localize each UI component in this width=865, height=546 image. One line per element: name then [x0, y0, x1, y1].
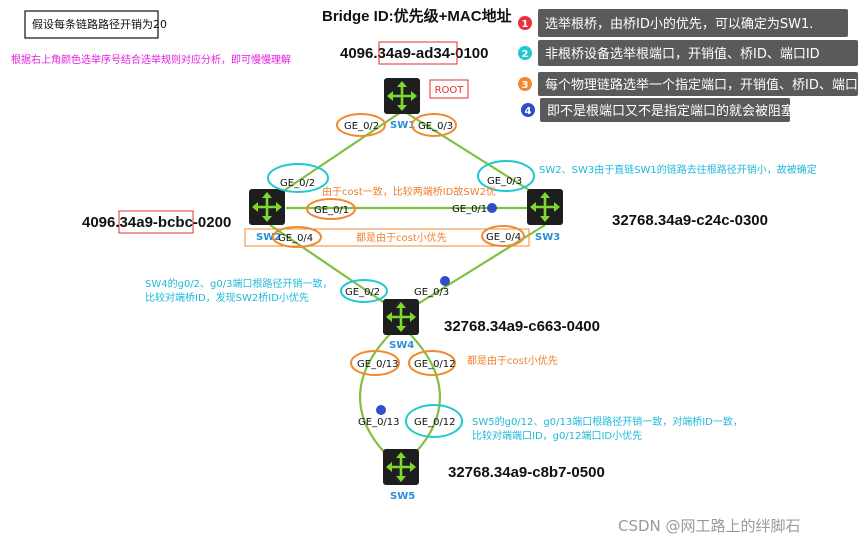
hint-text: 根据右上角颜色选举序号结合选举规则对应分析，即可慢慢理解: [11, 53, 291, 66]
note-sw23-root-port: SW2、SW3由于直链SW1的链路去往根路径开销小，故被确定: [539, 163, 817, 176]
rule-3-num: 3: [522, 80, 529, 91]
sw3-g04-label: GE_0/4: [486, 232, 521, 243]
switch-sw2[interactable]: SW2: [247, 187, 287, 243]
rule-1-badge: [518, 16, 532, 30]
sw4-g013-designated-port[interactable]: [350, 350, 400, 376]
switch-icon: [525, 187, 565, 227]
sw5-g013-blocked-port[interactable]: [376, 405, 386, 415]
sw4-g03-blocked-port[interactable]: [440, 276, 450, 286]
sw3-label: SW3: [535, 232, 560, 243]
rule-4: 4 即不是根端口又不是指定端口的就会被阻塞: [521, 98, 794, 122]
port-markers: [267, 113, 535, 438]
sw5-g012-root-port[interactable]: [405, 404, 463, 438]
sw2-mac-highlight: [118, 210, 194, 234]
sw2-g04-designated-port[interactable]: [272, 226, 322, 248]
rules-legend: 1 选举根桥，由桥ID小的优先，可以确定为SW1. 2 非根桥设备选举根端口，开…: [518, 9, 865, 122]
note-sw5-root-port-2: 比较对端端口ID，g0/12端口ID小优先: [472, 429, 642, 442]
rule-1-box: [538, 9, 848, 37]
sw5-g013-label: GE_0/13: [358, 417, 400, 428]
note-sw4-root-port-1: SW4的g0/2、g0/3端口根路径开销一致，: [145, 277, 332, 290]
sw5-label: SW5: [390, 491, 415, 502]
rule-4-num: 4: [525, 106, 532, 117]
assumption-text: 假设每条链路路径开销为20: [32, 17, 167, 31]
switch-sw5[interactable]: SW5: [381, 447, 421, 502]
sw3-g03-root-port[interactable]: [477, 160, 535, 192]
sw1-bid-mac: 34a9-ad34: [378, 45, 451, 62]
sw2-bridge-id: 4096.34a9-bcbc-0200: [82, 214, 231, 231]
link-sw2-sw4: [269, 224, 396, 311]
switch-icon: [382, 76, 422, 116]
sw2-bid-mac: 34a9-bcbc: [120, 214, 193, 231]
rule-3-text: 每个物理链路选举一个指定端口，开销值、桥ID、端口ID: [545, 77, 865, 93]
switch-sw3[interactable]: SW3: [525, 187, 565, 243]
rule-2-text: 非根桥设备选举根端口，开销值、桥ID、端口ID: [545, 46, 820, 62]
rule-4-text: 即不是根端口又不是指定端口的就会被阻塞: [547, 103, 794, 119]
sw1-label: SW1: [390, 120, 415, 131]
root-tag-box: [429, 79, 469, 99]
switch-sw4[interactable]: SW4: [381, 297, 421, 351]
rule-1-num: 1: [522, 19, 529, 30]
root-tag: ROOT: [435, 85, 465, 96]
bridge-id-title: Bridge ID:优先级+MAC地址: [322, 7, 512, 25]
switch-icon: [381, 447, 421, 487]
watermark: CSDN @网工路上的绊脚石: [618, 517, 801, 535]
note-sw5-root-port-1: SW5的g0/12、g0/13端口根路径开销一致，对端桥ID一致，: [472, 415, 743, 428]
sw3-g01-blocked-port[interactable]: [487, 203, 497, 213]
sw2-g04-label: GE_0/4: [278, 233, 313, 244]
sw4-label: SW4: [389, 340, 414, 351]
link-sw4-sw5-left: [359, 331, 393, 461]
sw1-bridge-id: 4096.34a9-ad34-0100: [340, 45, 488, 62]
sw1-g03-label: GE_0/3: [418, 121, 453, 132]
sw4-g02-root-port[interactable]: [340, 279, 388, 303]
switch-icon: [247, 187, 287, 227]
sw4-g012-label: GE_0/12: [414, 359, 456, 370]
sw1-bid-suffix: -0100: [450, 45, 488, 62]
sw4-g02-label: GE_0/2: [345, 287, 380, 298]
sw2-label: SW2: [256, 232, 281, 243]
rule-3: 3 每个物理链路选举一个指定端口，开销值、桥ID、端口ID: [518, 72, 865, 96]
assumption-box: [24, 10, 159, 39]
rule-2: 2 非根桥设备选举根端口，开销值、桥ID、端口ID: [518, 40, 858, 66]
sw1-g02-designated-port[interactable]: [336, 113, 386, 137]
rule-2-box: [538, 40, 858, 66]
sw2-bid-prefix: 4096.: [82, 214, 120, 231]
sw2-g02-root-port[interactable]: [267, 163, 329, 193]
link-sw1-sw3: [404, 111, 546, 201]
sw3-bridge-id: 32768.34a9-c24c-0300: [612, 212, 768, 229]
note-sw2-sw3-down: 都是由于cost小优先: [356, 231, 447, 244]
note-box-sw2-sw3-down: [244, 228, 530, 247]
sw3-g01-label: GE_0/1: [452, 204, 487, 215]
sw5-bridge-id: 32768.34a9-c8b7-0500: [448, 464, 605, 481]
sw1-bid-prefix: 4096.: [340, 45, 378, 62]
sw3-g03-label: GE_0/3: [487, 176, 522, 187]
rule-1-text: 选举根桥，由桥ID小的优先，可以确定为SW1.: [545, 16, 813, 32]
rule-2-badge: [518, 46, 532, 60]
sw2-g01-label: GE_0/1: [314, 205, 349, 216]
rule-3-badge: [518, 77, 532, 91]
sw4-g03-label: GE_0/3: [414, 287, 449, 298]
sw2-g02-label: GE_0/2: [280, 178, 315, 189]
switch-icon: [381, 297, 421, 337]
note-sw2-sw3-link: 由于cost一致，比较两端桥ID故SW2优: [322, 185, 496, 198]
sw4-g013-label: GE_0/13: [357, 359, 399, 370]
sw1-mac-highlight: [378, 41, 458, 65]
rule-2-num: 2: [522, 49, 529, 60]
sw2-bid-suffix: -0200: [193, 214, 231, 231]
sw1-g02-label: GE_0/2: [344, 121, 379, 132]
sw1-g03-designated-port[interactable]: [411, 113, 457, 137]
rule-1: 1 选举根桥，由桥ID小的优先，可以确定为SW1.: [518, 9, 848, 37]
sw4-g012-designated-port[interactable]: [408, 350, 456, 376]
note-sw4-root-port-2: 比较对端桥ID，发现SW2桥ID小优先: [145, 291, 309, 304]
sw4-bridge-id: 32768.34a9-c663-0400: [444, 318, 600, 335]
link-sw1-sw2: [269, 111, 402, 201]
rule-3-box: [538, 72, 858, 96]
rule-4-badge: [521, 103, 535, 117]
note-sw4-sw5-designated: 都是由于cost小优先: [467, 354, 558, 367]
switch-sw1[interactable]: SW1: [382, 76, 422, 131]
rule-4-box: [540, 98, 790, 122]
sw5-g012-label: GE_0/12: [414, 417, 456, 428]
sw2-g01-designated-port[interactable]: [306, 198, 356, 220]
